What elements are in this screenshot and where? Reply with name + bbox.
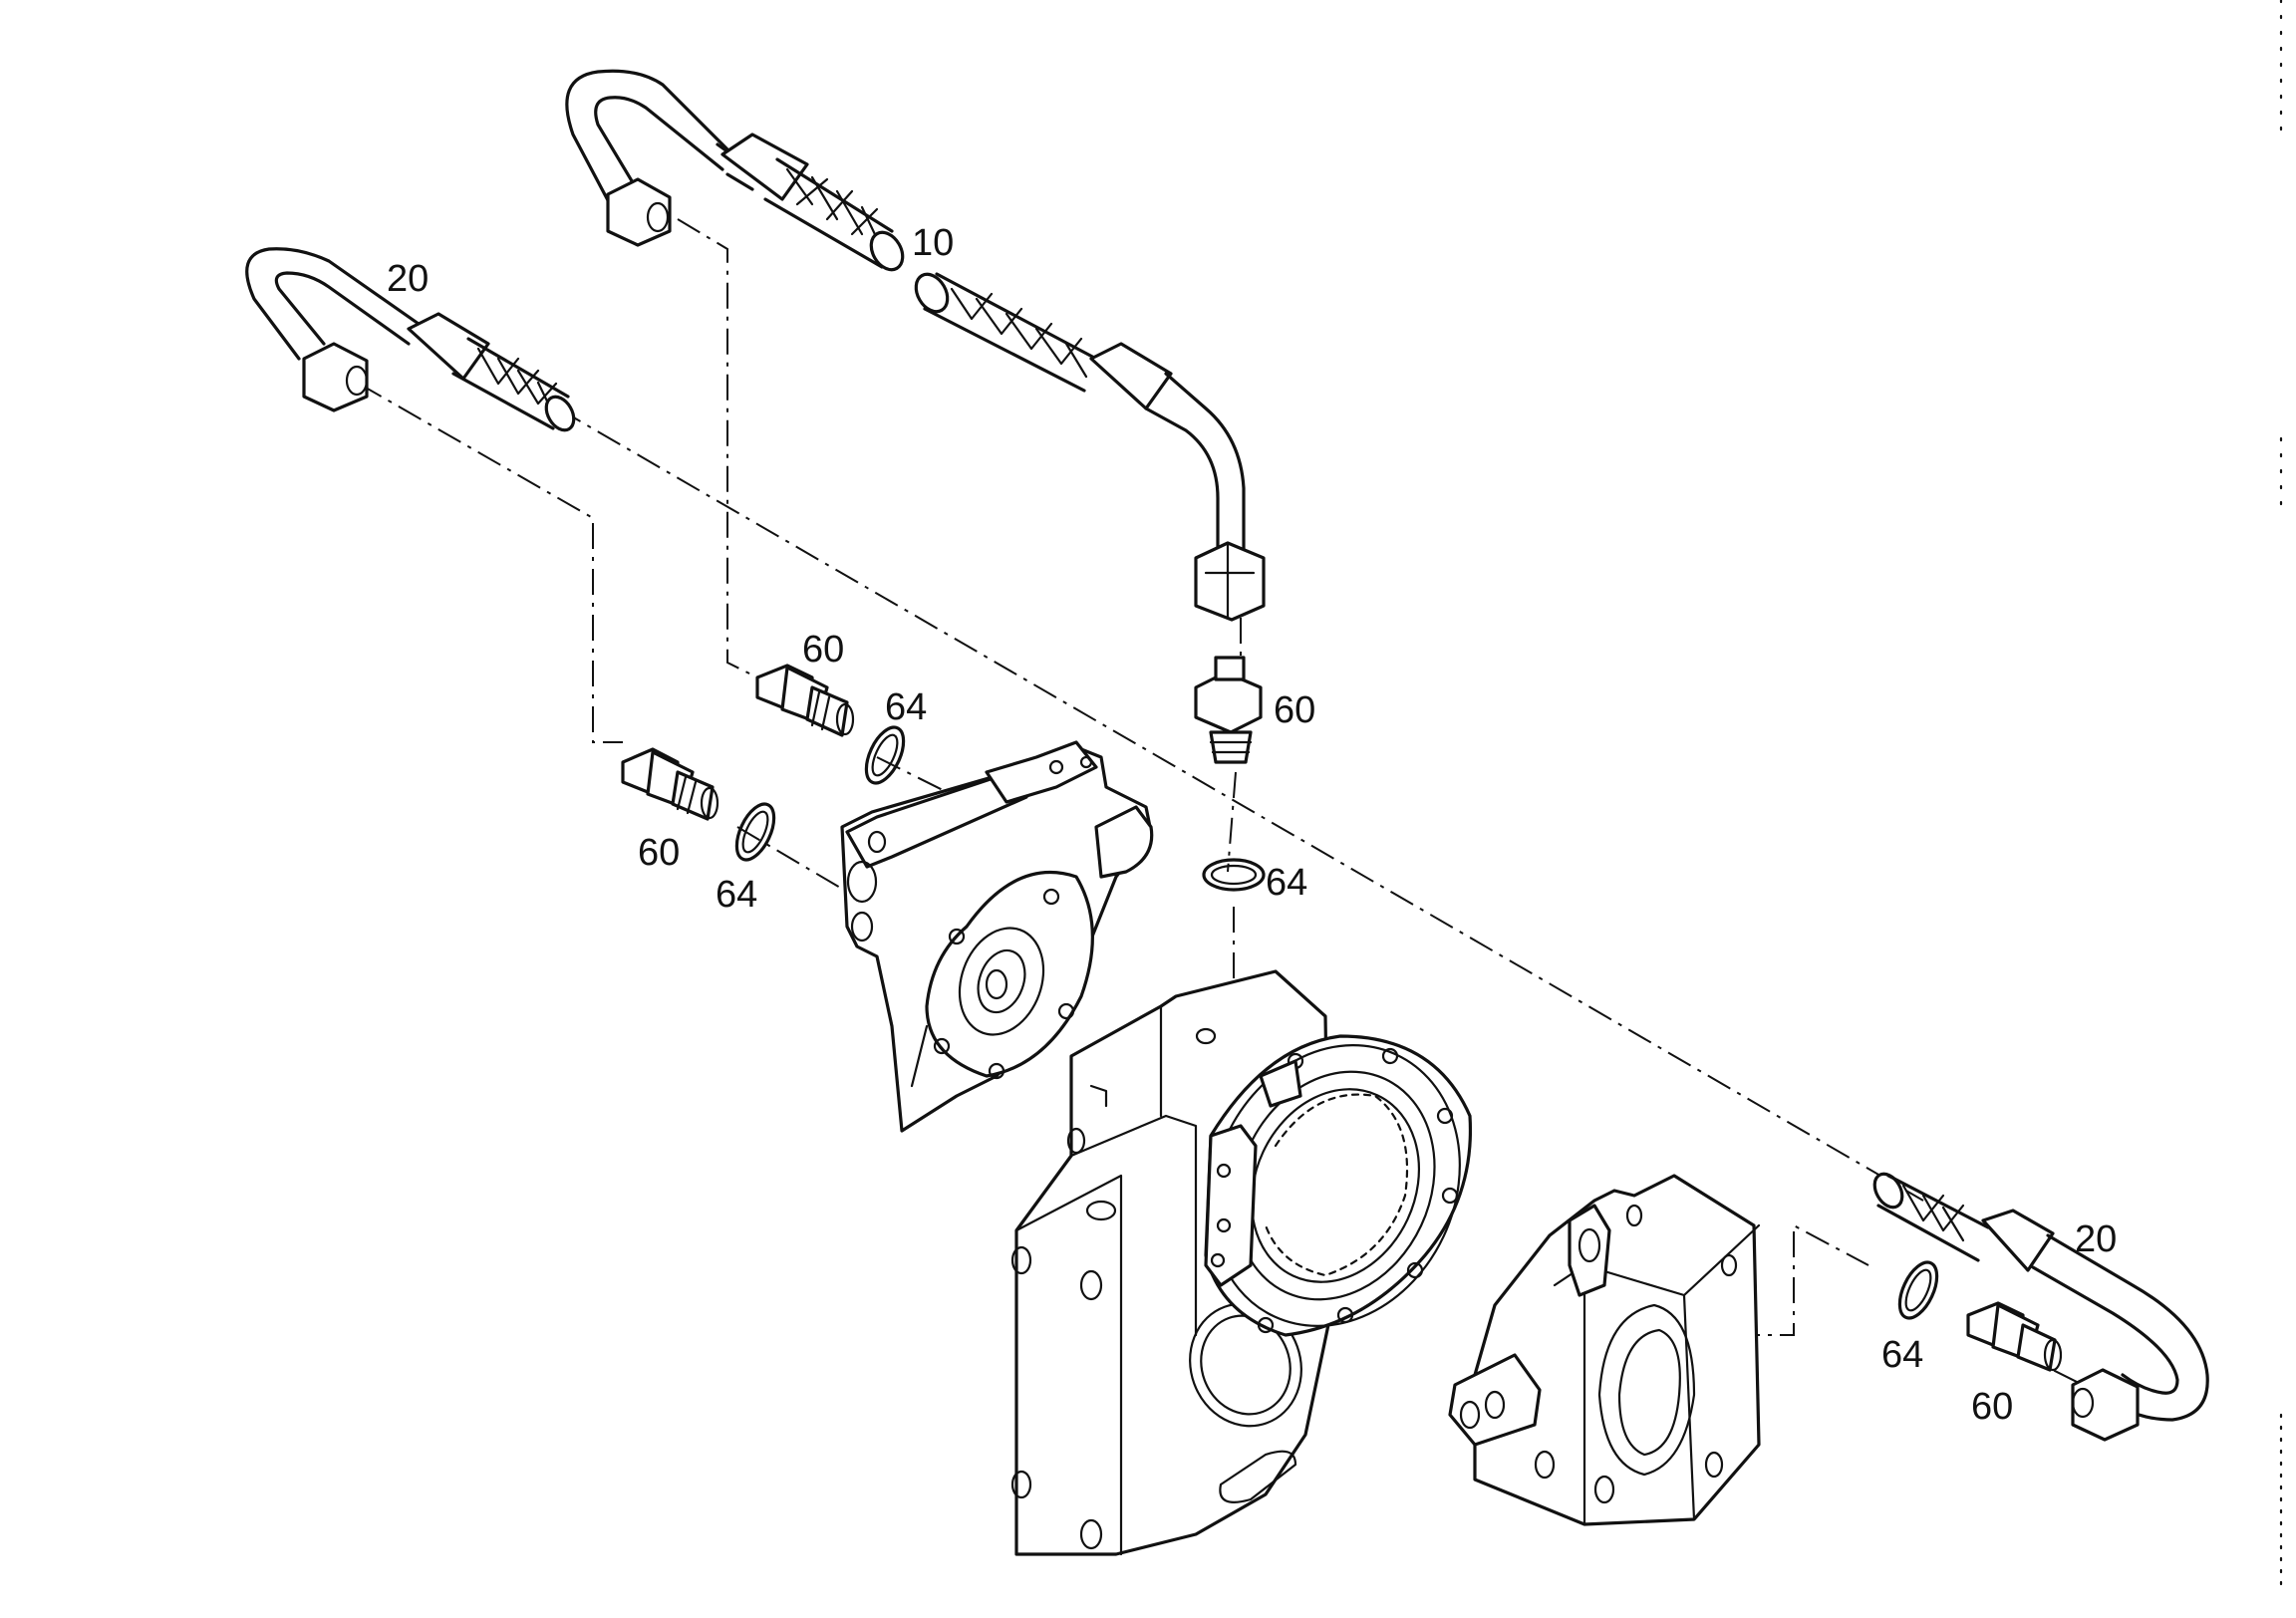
fitting-60-upper-left xyxy=(755,664,855,737)
oring-64-right xyxy=(1897,1260,1939,1320)
callout-tube-left: 20 xyxy=(387,258,429,300)
oring-64-lower-left xyxy=(734,802,776,862)
oring-64-center xyxy=(1202,858,1266,892)
callout-fitting-right: 60 xyxy=(1971,1386,2013,1428)
hydraulic-tube-10 xyxy=(565,69,1266,622)
callout-oring-right: 64 xyxy=(1881,1334,1923,1376)
callout-tube-top: 10 xyxy=(912,222,954,264)
callout-oring-upper-left: 64 xyxy=(885,686,927,728)
hydraulic-tube-20-right xyxy=(1872,1172,2209,1442)
fitting-60-right xyxy=(1966,1301,2063,1372)
valve-block-flange xyxy=(840,740,1154,1133)
callout-oring-lower-left: 64 xyxy=(716,874,757,916)
hydraulic-tube-20-left xyxy=(245,247,576,432)
callout-fitting-center: 60 xyxy=(1274,689,1315,731)
callout-fitting-upper-left: 60 xyxy=(802,629,844,671)
callout-labels: 10 20 20 60 60 60 60 64 64 64 64 xyxy=(387,222,2117,1428)
fitting-60-center xyxy=(1194,656,1263,764)
oring-64-upper-left xyxy=(864,725,906,785)
right-pump-housing xyxy=(1448,1174,1761,1526)
callout-tube-right: 20 xyxy=(2075,1218,2117,1260)
main-gear-housing xyxy=(1010,969,1473,1556)
callout-oring-center: 64 xyxy=(1266,862,1307,904)
fitting-60-lower-left xyxy=(621,747,719,821)
callout-fitting-lower-left: 60 xyxy=(638,832,680,874)
